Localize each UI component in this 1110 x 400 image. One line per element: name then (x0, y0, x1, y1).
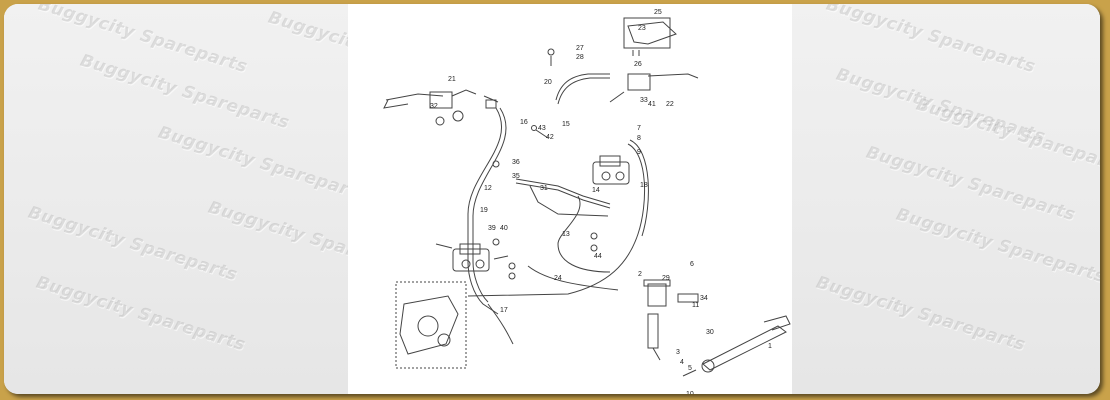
callout-label: 23 (638, 25, 646, 32)
callout-label: 14 (592, 187, 600, 194)
callout-label: 36 (512, 159, 520, 166)
callout-label: 19 (480, 207, 488, 214)
callout-label: 16 (520, 119, 528, 126)
left-watermark-panel: Buggycity Spareparts Buggycity Sparepart… (4, 4, 480, 394)
watermark: Buggycity Spareparts (33, 272, 248, 356)
callout-label: 9 (637, 149, 641, 156)
right-watermark-panel: Buggycity Spareparts Buggycity Sparepart… (792, 4, 1100, 394)
callout-label: 24 (554, 275, 562, 282)
callout-label: 44 (594, 253, 602, 260)
callout-label: 17 (500, 307, 508, 314)
callout-label: 35 (512, 173, 520, 180)
parts-diagram: 25 23 27 28 26 20 21 22 16 15 43 42 7 8 … (348, 4, 792, 394)
callout-label: 20 (544, 79, 552, 86)
callout-label: 31 (540, 185, 548, 192)
callout-label: 41 (648, 101, 656, 108)
callout-label: 21 (448, 76, 456, 83)
callout-label: 10 (686, 391, 694, 394)
watermark: Buggycity Spareparts (823, 4, 1038, 78)
callout-label: 27 (576, 45, 584, 52)
watermark: Buggycity Spareparts (35, 4, 250, 78)
callout-label: 32 (430, 103, 438, 110)
callout-label: 6 (690, 261, 694, 268)
callout-label: 8 (637, 135, 641, 142)
callout-label: 12 (484, 185, 492, 192)
callout-label: 4 (680, 359, 684, 366)
callout-label: 25 (654, 9, 662, 16)
watermark: Buggycity Spareparts (155, 122, 370, 206)
callout-label: 30 (706, 329, 714, 336)
viewer-frame: Buggycity Spareparts Buggycity Sparepart… (4, 4, 1100, 394)
callout-label: 33 (640, 97, 648, 104)
callout-label: 34 (700, 295, 708, 302)
brake-system-exploded-view: 25 23 27 28 26 20 21 22 16 15 43 42 7 8 … (383, 9, 791, 394)
callout-label: 15 (562, 121, 570, 128)
callout-label: 18 (640, 182, 648, 189)
callout-label: 2 (638, 271, 642, 278)
callout-label: 22 (666, 101, 674, 108)
callout-label: 11 (692, 302, 699, 309)
callout-label: 5 (688, 365, 692, 372)
callout-label: 1 (768, 343, 772, 350)
watermark: Buggycity Spareparts (813, 272, 1028, 356)
callout-label: 40 (500, 225, 508, 232)
callout-label: 42 (546, 134, 554, 141)
callout-label: 39 (488, 225, 496, 232)
callout-label: 3 (676, 349, 680, 356)
callout-label: 7 (637, 125, 641, 132)
callout-label: 28 (576, 54, 584, 61)
callout-label: 29 (662, 275, 670, 282)
watermark: Buggycity Spareparts (77, 50, 292, 134)
callout-label: 26 (634, 61, 642, 68)
callout-label: 43 (538, 125, 546, 132)
callout-label: 13 (562, 231, 570, 238)
